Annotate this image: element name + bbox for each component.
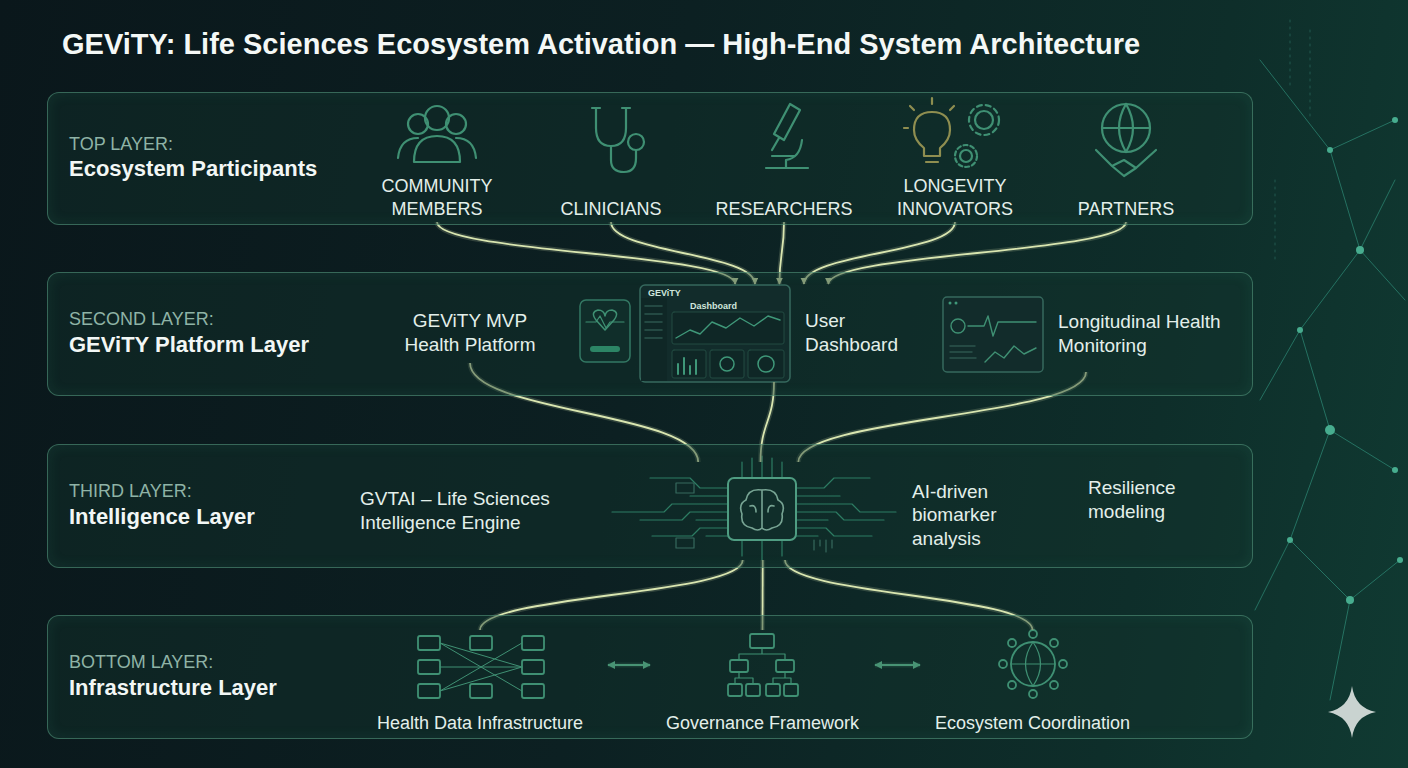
node-label: Health Data Infrastructure: [377, 712, 583, 734]
drawing-circle: [1346, 596, 1354, 604]
node-label: LONGEVITY INNOVATORS: [880, 175, 1030, 220]
layer-tag: SECOND LAYER:: [69, 308, 339, 331]
layer-name: Infrastructure Layer: [69, 674, 339, 703]
platform-item: User Dashboard: [638, 284, 910, 382]
node-label: Longitudinal Health Monitoring: [1058, 310, 1232, 357]
layer-item: LONGEVITY INNOVATORS: [880, 100, 1030, 222]
layer-name: Intelligence Layer: [69, 503, 339, 532]
drawing-path: [1255, 60, 1405, 700]
platform-item: Longitudinal Health Monitoring: [940, 296, 1232, 372]
node-label: CLINICIANS: [560, 198, 661, 220]
node-label: Resilience modeling: [1088, 476, 1210, 523]
intelligence-item: GVTAI – Life Sciences Intelligence Engin…: [360, 462, 805, 560]
node-label: Governance Framework: [666, 712, 859, 734]
node-label: COMMUNITY MEMBERS: [362, 175, 512, 220]
layer-heading: THIRD LAYER:Intelligence Layer: [69, 445, 339, 567]
drawing-circle: [1397, 557, 1403, 563]
sparkle: [1328, 686, 1376, 738]
node-label: User Dashboard: [805, 309, 910, 356]
drawing-circle: [1325, 425, 1335, 435]
drawing-circle: [1356, 246, 1364, 254]
screen-label: Dashboard: [690, 301, 737, 311]
drawing-circle: [1297, 327, 1303, 333]
drawing-circle: [1392, 467, 1398, 473]
layer-item: Governance Framework: [650, 630, 875, 736]
drawing-circle: [1287, 537, 1293, 543]
layer-heading: BOTTOM LAYER:Infrastructure Layer: [69, 616, 339, 738]
node-label: AI-driven biomarker analysis: [912, 480, 1024, 551]
layer-heading: TOP LAYER:Ecosystem Participants: [69, 93, 339, 224]
network-background: [1255, 20, 1405, 700]
layer-name: Ecosystem Participants: [69, 155, 339, 184]
layer-band: BOTTOM LAYER:Infrastructure LayerHealth …: [47, 615, 1253, 739]
node-label: PARTNERS: [1078, 198, 1174, 220]
layer-item: PARTNERS: [1051, 100, 1201, 222]
drawing-path: [1328, 686, 1376, 738]
layer-tag: BOTTOM LAYER:: [69, 651, 339, 674]
intelligence-item: Resilience modeling: [1088, 470, 1210, 530]
layer-item: CLINICIANS: [536, 100, 686, 222]
layer-tag: THIRD LAYER:: [69, 480, 339, 503]
drawing-circle: [1327, 147, 1333, 153]
platform-item: GEViTY MVP Health Platform: [395, 303, 545, 363]
node-label: RESEARCHERS: [715, 198, 852, 220]
layer-tag: TOP LAYER:: [69, 133, 339, 156]
layer-band: THIRD LAYER:Intelligence Layer GVTAI – Li…: [47, 444, 1253, 568]
diagram-title: GEViTY: Life Sciences Ecosystem Activati…: [62, 28, 1140, 61]
node-label: GVTAI – Life Sciences Intelligence Engin…: [360, 487, 588, 534]
layer-item: COMMUNITY MEMBERS: [362, 100, 512, 222]
drawing-path: [1275, 20, 1310, 260]
drawing-g: [1287, 117, 1403, 604]
drawing-g: [1275, 20, 1310, 260]
drawing-circle: [1392, 117, 1398, 123]
intelligence-item: AI-driven biomarker analysis: [912, 470, 1024, 560]
screen-label: GEViTY: [648, 288, 681, 298]
layer-name: GEViTY Platform Layer: [69, 331, 339, 360]
layer-item: RESEARCHERS: [709, 100, 859, 222]
layer-band: TOP LAYER:Ecosystem ParticipantsCOMMUNIT…: [47, 92, 1253, 225]
node-label: Ecosystem Coordination: [935, 712, 1130, 734]
layer-heading: SECOND LAYER:GEViTY Platform Layer: [69, 273, 339, 395]
layer-item: Ecosystem Coordination: [920, 630, 1145, 736]
layer-item: Health Data Infrastructure: [352, 630, 608, 736]
node-label: GEViTY MVP Health Platform: [395, 309, 545, 356]
